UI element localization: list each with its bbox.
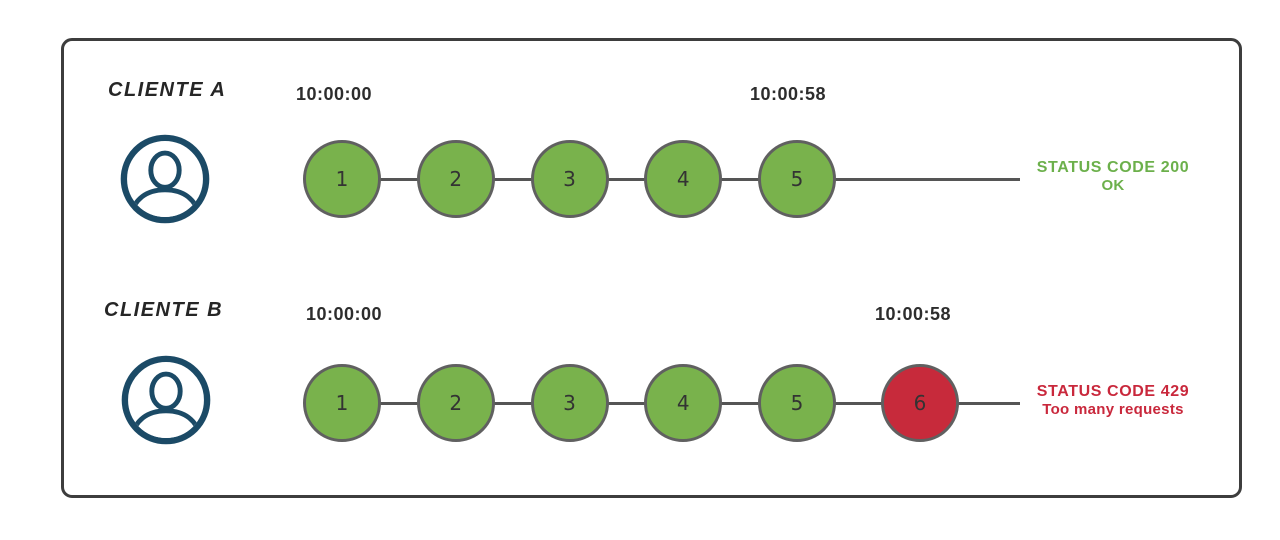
panel-border bbox=[61, 38, 1242, 498]
